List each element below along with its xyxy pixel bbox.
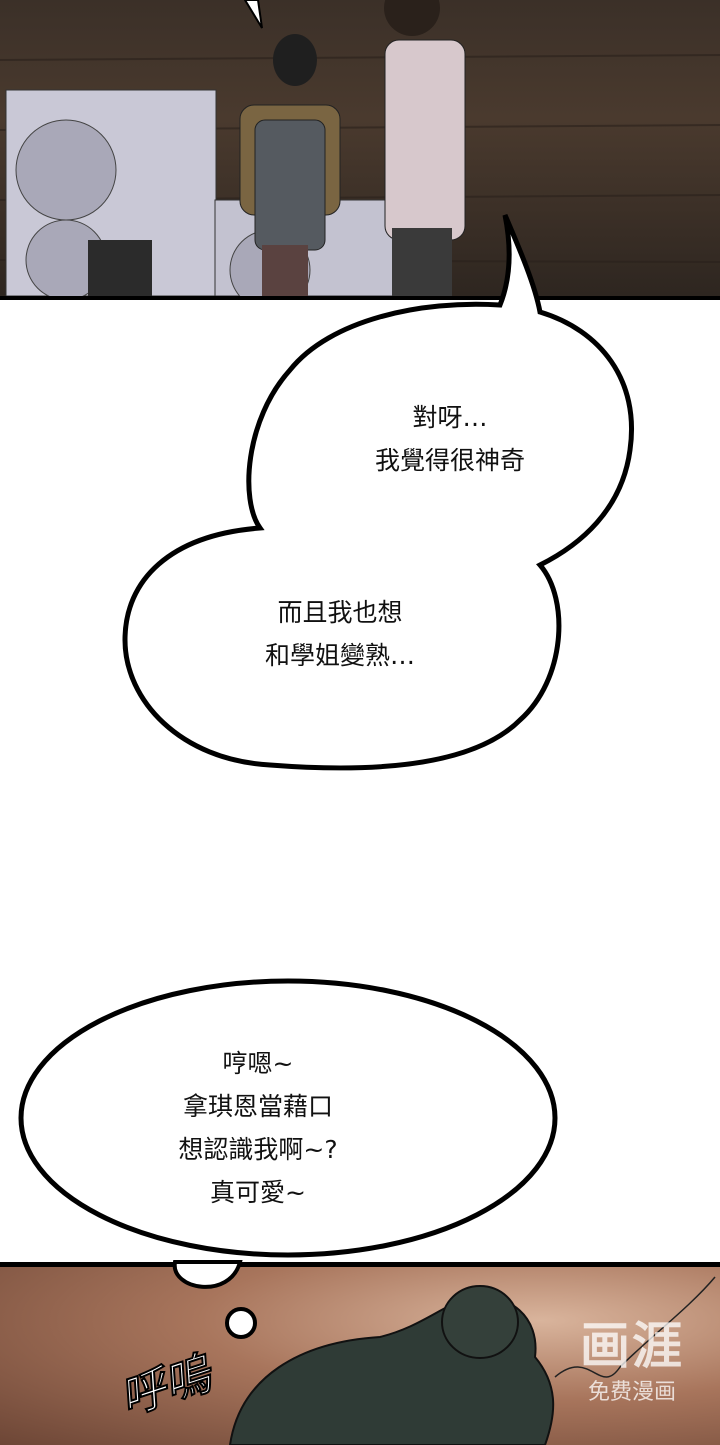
bubble-1-text: 對呀… 我覺得很神奇 — [300, 396, 600, 482]
bubble-3-text: 哼嗯~ 拿琪恩當藉口 想認識我啊~? 真可愛~ — [108, 1042, 408, 1214]
dialogue-line: 和學姐變熟… — [264, 641, 415, 670]
dialogue-line: 對呀… — [412, 403, 488, 432]
dialogue-line: 我覺得很神奇 — [374, 446, 525, 475]
comic-panel-bottom — [0, 1262, 720, 1445]
watermark-tagline: 免费漫画 — [587, 1380, 676, 1405]
dialogue-line: 想認識我啊~? — [178, 1135, 338, 1164]
dialogue-line: 而且我也想 — [277, 598, 403, 627]
dialogue-line: 哼嗯~ — [222, 1049, 294, 1078]
watermark-logo: 画涯 — [580, 1317, 684, 1375]
woman-head — [273, 34, 317, 86]
bubble-2-text: 而且我也想 和學姐變熟… — [190, 591, 490, 677]
comic-panel-top — [0, 0, 720, 300]
speech-bubble-oval — [18, 978, 558, 1258]
watermark: 画涯 免费漫画 — [580, 1318, 684, 1406]
man-head — [384, 0, 440, 36]
woman-hair-illustration — [228, 1276, 716, 1445]
dialogue-line: 拿琪恩當藉口 — [182, 1092, 333, 1121]
scene-illustration — [0, 0, 720, 296]
speech-bubble-large — [122, 214, 634, 771]
dialogue-line: 真可愛~ — [210, 1178, 306, 1207]
